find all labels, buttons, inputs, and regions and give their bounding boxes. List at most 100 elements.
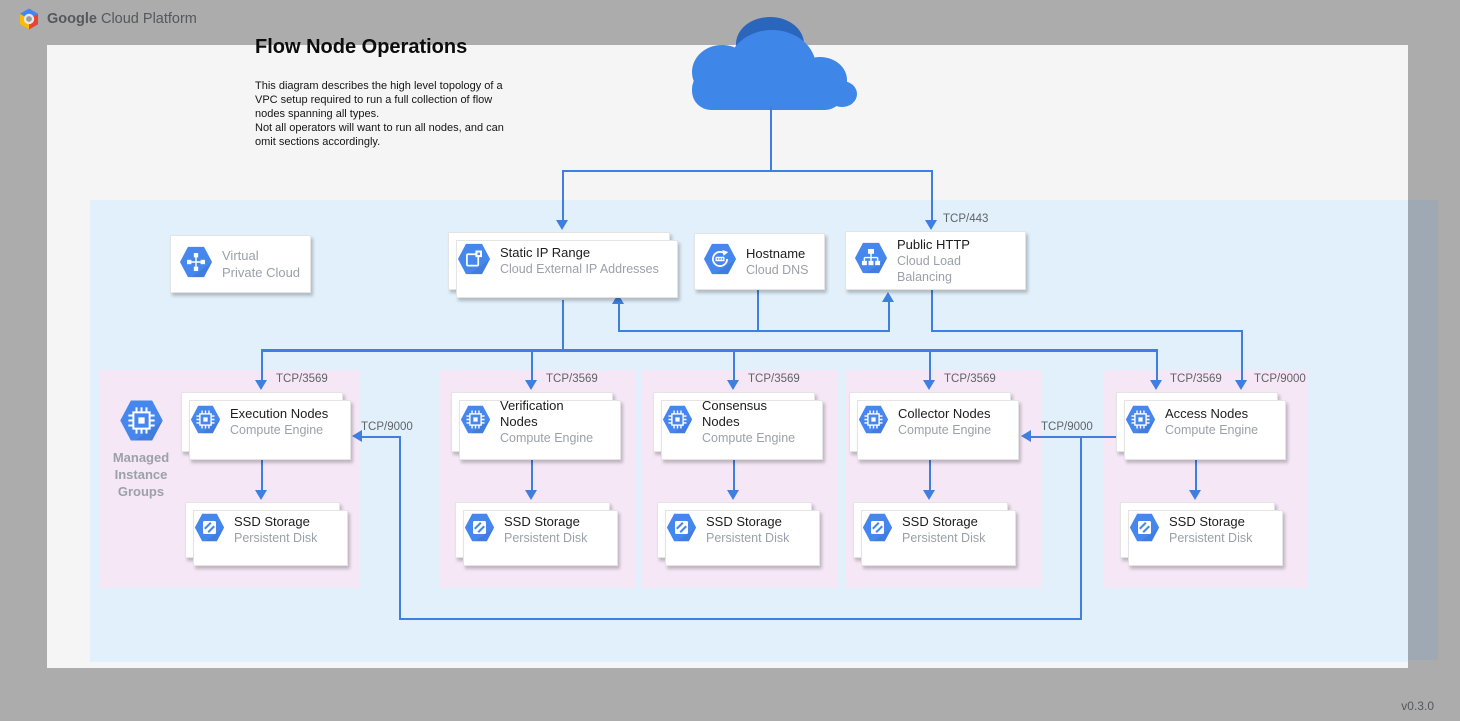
connector-consensus-to-ssd xyxy=(733,460,735,491)
connector-top-rail xyxy=(562,170,933,172)
connector-drop-verification xyxy=(531,351,533,381)
connector-mesh-left-up xyxy=(399,436,401,620)
connector-static-ip-trunk xyxy=(562,300,564,351)
label-tcp-3569-verification: TCP/3569 xyxy=(546,373,598,385)
static-ip-subtitle: Cloud External IP Addresses xyxy=(500,262,659,276)
connector-drop-collector xyxy=(929,351,931,381)
consensus-ssd-title: SSD Storage xyxy=(706,514,782,529)
card-virtual-private-cloud: Virtual Private Cloud xyxy=(170,235,311,293)
label-tcp-9000-execution: TCP/9000 xyxy=(361,421,413,433)
persistent-disk-icon xyxy=(862,512,893,548)
arrowhead-into-load-balancer xyxy=(925,220,937,230)
vpc-region-overflow xyxy=(1408,200,1438,660)
persistent-disk-icon xyxy=(666,512,697,548)
card-consensus-nodes: Consensus Nodes Compute Engine xyxy=(653,392,823,460)
external-ip-icon xyxy=(457,242,491,281)
card-static-ip-range: Static IP Range Cloud External IP Addres… xyxy=(448,232,678,298)
card-consensus-ssd: SSD Storage Persistent Disk xyxy=(657,502,820,566)
arrowhead-into-execution-side xyxy=(352,430,362,442)
brand-text: Google Cloud Platform xyxy=(47,11,197,27)
connector-access-to-collector xyxy=(1031,436,1116,438)
arrowhead-collector-ssd xyxy=(923,490,935,500)
card-public-http: Public HTTP Cloud Load Balancing xyxy=(845,231,1026,290)
card-verification-ssd: SSD Storage Persistent Disk xyxy=(455,502,618,566)
access-nodes-subtitle: Compute Engine xyxy=(1165,423,1259,437)
verification-ssd-subtitle: Persistent Disk xyxy=(504,531,588,545)
vpc-icon xyxy=(179,245,213,284)
consensus-ssd-subtitle: Persistent Disk xyxy=(706,531,790,545)
connector-lb-down xyxy=(931,290,933,332)
hostname-title: Hostname xyxy=(746,245,806,261)
compute-engine-icon xyxy=(190,404,221,440)
compute-engine-icon xyxy=(662,404,693,440)
arrowhead-into-execution xyxy=(255,380,267,390)
connector-drop-access xyxy=(1156,351,1158,381)
page-title: Flow Node Operations xyxy=(255,36,468,58)
card-execution-nodes: Execution Nodes Compute Engine xyxy=(181,392,351,460)
execution-nodes-subtitle: Compute Engine xyxy=(230,423,324,437)
card-hostname: Hostname Cloud DNS xyxy=(694,233,825,290)
execution-nodes-title: Execution Nodes xyxy=(230,406,329,421)
managed-instance-groups-label: Managed Instance Groups xyxy=(112,450,170,499)
connector-execution-to-ssd xyxy=(261,460,263,491)
arrowhead-consensus-ssd xyxy=(727,490,739,500)
card-access-ssd: SSD Storage Persistent Disk xyxy=(1120,502,1283,566)
connector-hostname-down xyxy=(757,290,759,332)
arrowhead-lb-into-access xyxy=(1235,380,1247,390)
consensus-nodes-title: Consensus Nodes xyxy=(702,398,768,429)
collector-nodes-subtitle: Compute Engine xyxy=(898,423,992,437)
connector-cloud-stem xyxy=(770,106,772,170)
gcp-logo-icon xyxy=(17,7,41,36)
compute-engine-icon xyxy=(858,404,889,440)
access-ssd-subtitle: Persistent Disk xyxy=(1169,531,1253,545)
verification-nodes-title: Verification Nodes xyxy=(500,398,564,429)
connector-collector-to-ssd xyxy=(929,460,931,491)
card-execution-ssd: SSD Storage Persistent Disk xyxy=(185,502,348,566)
public-http-title: Public HTTP xyxy=(897,236,970,252)
card-access-nodes: Access Nodes Compute Engine xyxy=(1116,392,1286,460)
consensus-nodes-subtitle: Compute Engine xyxy=(702,431,796,445)
version-label: v0.3.0 xyxy=(1401,699,1434,713)
connector-lb-to-access-rail xyxy=(931,330,1243,332)
compute-engine-icon xyxy=(1125,404,1156,440)
arrowhead-up-static-ip xyxy=(612,294,624,304)
brand-google: Google xyxy=(47,11,97,27)
card-collector-ssd: SSD Storage Persistent Disk xyxy=(853,502,1016,566)
arrowhead-execution-ssd xyxy=(255,490,267,500)
connector-verification-to-ssd xyxy=(531,460,533,491)
card-collector-nodes: Collector Nodes Compute Engine xyxy=(849,392,1019,460)
connector-to-static-ip xyxy=(562,170,564,221)
label-tcp-3569-consensus: TCP/3569 xyxy=(748,373,800,385)
connector-access-to-ssd xyxy=(1195,460,1197,491)
compute-engine-icon xyxy=(460,404,491,440)
label-tcp-443: TCP/443 xyxy=(943,213,989,225)
access-nodes-title: Access Nodes xyxy=(1165,406,1249,421)
connector-lb-access-drop xyxy=(1241,330,1243,380)
connector-trunk-rail xyxy=(261,349,1158,352)
verification-ssd-title: SSD Storage xyxy=(504,514,580,529)
connector-mesh-right-down xyxy=(1080,436,1082,620)
label-tcp-3569-access: TCP/3569 xyxy=(1170,373,1222,385)
connector-mesh-bottom-rail xyxy=(399,618,1082,620)
arrowhead-into-access xyxy=(1150,380,1162,390)
load-balancing-icon xyxy=(854,241,888,280)
arrowhead-into-static-ip xyxy=(556,220,568,230)
collector-ssd-subtitle: Persistent Disk xyxy=(902,531,986,545)
execution-ssd-title: SSD Storage xyxy=(234,514,310,529)
label-tcp-9000-collector: TCP/9000 xyxy=(1041,421,1093,433)
connector-into-execution-side xyxy=(362,436,401,438)
public-http-subtitle: Cloud Load Balancing xyxy=(897,253,961,284)
arrowhead-verification-ssd xyxy=(525,490,537,500)
managed-instance-groups-icon xyxy=(119,398,164,448)
label-tcp-9000-access: TCP/9000 xyxy=(1254,373,1306,385)
execution-ssd-subtitle: Persistent Disk xyxy=(234,531,318,545)
persistent-disk-icon xyxy=(464,512,495,548)
connector-dns-to-static-ip xyxy=(618,304,620,332)
label-tcp-3569-collector: TCP/3569 xyxy=(944,373,996,385)
static-ip-title: Static IP Range xyxy=(500,245,591,260)
vpc-card-label: Virtual Private Cloud xyxy=(222,248,301,280)
arrowhead-access-ssd xyxy=(1189,490,1201,500)
access-ssd-title: SSD Storage xyxy=(1169,514,1245,529)
label-tcp-3569-execution: TCP/3569 xyxy=(276,373,328,385)
